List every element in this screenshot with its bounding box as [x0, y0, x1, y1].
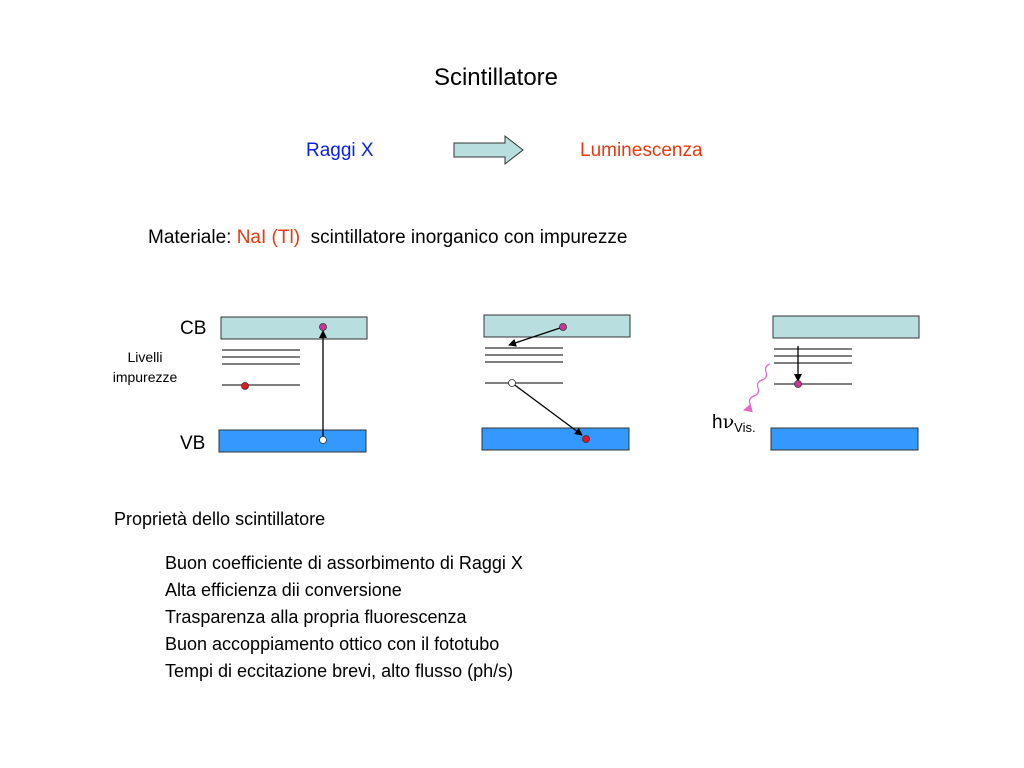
panel-absorption — [218, 316, 368, 453]
electron-trap-arrow — [508, 326, 564, 347]
photon-nu: ν — [722, 411, 735, 433]
photon-h: h — [712, 412, 723, 433]
electron-dot — [319, 323, 327, 331]
conduction-band — [483, 314, 631, 338]
properties-title: Proprietà dello scintillatore — [114, 509, 326, 529]
properties-list: Buon coefficiente di assorbimento di Rag… — [165, 550, 523, 685]
material-prefix: Materiale: — [148, 227, 237, 248]
block-arrow-icon — [453, 134, 524, 166]
hole-dot — [319, 436, 327, 444]
list-item: Trasparenza alla propria fluorescenza — [165, 607, 467, 627]
photon-label: hνVis. — [712, 411, 756, 435]
cb-label: CB — [180, 318, 207, 339]
output-label: Luminescenza — [580, 140, 703, 161]
list-item: Buon accoppiamento ottico con il fototub… — [165, 634, 500, 654]
list-item: Buon coefficiente di assorbimento di Rag… — [165, 553, 523, 573]
impurity-levels-label: Livelli impurezze — [112, 349, 178, 385]
vb-label: VB — [180, 433, 206, 454]
input-label: Raggi X — [306, 140, 374, 161]
slide-title: Scintillatore — [433, 64, 559, 91]
material-description: scintillatore inorganico con impurezze — [310, 227, 628, 248]
electron-dot — [559, 323, 567, 331]
valence-electron-dot — [582, 435, 590, 443]
valence-band — [481, 427, 630, 451]
panel-emission — [743, 315, 920, 451]
conduction-band — [772, 315, 920, 339]
material-name: NaI (Tl) — [236, 227, 301, 248]
valence-band — [770, 427, 919, 451]
photon-subscript: Vis. — [734, 420, 756, 435]
panel-trapping — [481, 314, 631, 451]
impurity-electron-dot — [241, 382, 249, 390]
photon-wave-icon — [743, 363, 771, 413]
hole-trap-arrow — [511, 382, 583, 436]
list-item: Tempi di eccitazione brevi, alto flusso … — [165, 661, 514, 681]
valence-band — [218, 429, 367, 453]
list-item: Alta efficienza dii conversione — [165, 580, 402, 600]
hole-dot — [508, 379, 516, 387]
material-line: Materiale: NaI (Tl) scintillatore inorga… — [148, 227, 627, 249]
conduction-band — [220, 316, 368, 340]
electron-dot — [794, 380, 802, 388]
